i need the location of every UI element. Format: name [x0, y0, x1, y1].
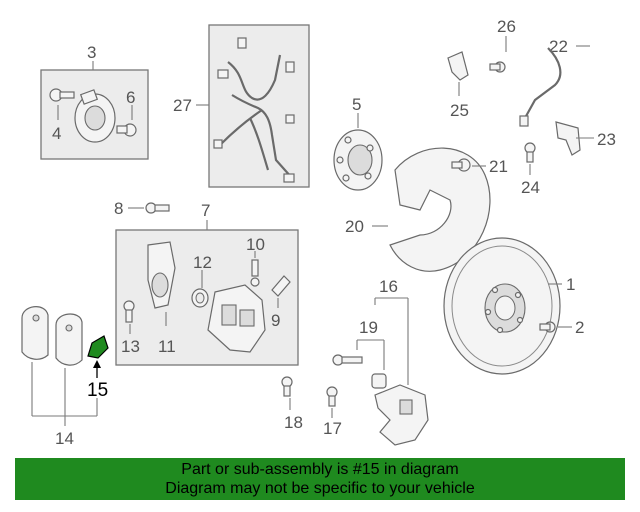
callout-4: 4 — [52, 124, 61, 143]
bolt-24: 24 — [521, 142, 540, 197]
info-banner: Part or sub-assembly is #15 in diagram D… — [15, 458, 625, 500]
sensor-harness-box: 27 — [173, 24, 310, 188]
brake-hose-22: 22 — [519, 37, 590, 127]
callout-8: 8 — [114, 199, 123, 218]
callout-18: 18 — [284, 413, 303, 432]
callout-27: 27 — [173, 96, 192, 115]
callout-13: 13 — [121, 337, 140, 356]
dust-shield-20: 20 — [345, 147, 491, 272]
callout-9: 9 — [271, 311, 280, 330]
callout-24: 24 — [521, 178, 540, 197]
carrier-bracket-16: 16 — [374, 277, 429, 446]
sensor-25: 25 — [447, 51, 469, 120]
caliper-assembly-box: 7 11 13 12 10 9 — [115, 201, 299, 366]
callout-11: 11 — [158, 337, 176, 356]
banner-line-2: Diagram may not be specific to your vehi… — [165, 480, 475, 497]
callout-10: 10 — [246, 235, 265, 254]
callout-2: 2 — [575, 318, 584, 337]
bolt-17: 17 — [323, 386, 342, 438]
callout-1: 1 — [566, 275, 575, 294]
brake-pads-14: 14 — [21, 306, 97, 448]
guide-bolts-19: 19 — [332, 318, 387, 389]
bracket-23: 23 — [555, 121, 616, 156]
banner-line-1: Part or sub-assembly is #15 in diagram — [181, 461, 459, 478]
callout-17: 17 — [323, 419, 342, 438]
callout-14: 14 — [55, 429, 74, 448]
callout-7: 7 — [201, 201, 210, 220]
callout-21: 21 — [489, 157, 508, 176]
callout-6: 6 — [126, 88, 135, 107]
bolt-26: 26 — [489, 17, 516, 73]
wheel-hub-5: 5 — [333, 95, 383, 191]
bolt-8: 8 — [114, 199, 170, 218]
callout-26: 26 — [497, 17, 516, 36]
callout-23: 23 — [597, 130, 616, 149]
bolt-18: 18 — [281, 376, 303, 432]
brake-rotor-1: 1 — [443, 237, 575, 375]
callout-22: 22 — [549, 37, 568, 56]
hub-assembly-box: 3 4 6 — [40, 43, 149, 160]
screw-2: 2 — [539, 318, 584, 337]
callout-3: 3 — [87, 43, 96, 62]
callout-12: 12 — [193, 253, 212, 272]
callout-16: 16 — [379, 277, 398, 296]
bolt-21: 21 — [451, 157, 508, 176]
callout-15: 15 — [87, 380, 108, 401]
callout-20: 20 — [345, 217, 364, 236]
callout-19: 19 — [359, 318, 378, 337]
part-15-highlighted[interactable]: 15 — [87, 335, 109, 416]
callout-25: 25 — [450, 101, 469, 120]
callout-5: 5 — [352, 95, 361, 114]
